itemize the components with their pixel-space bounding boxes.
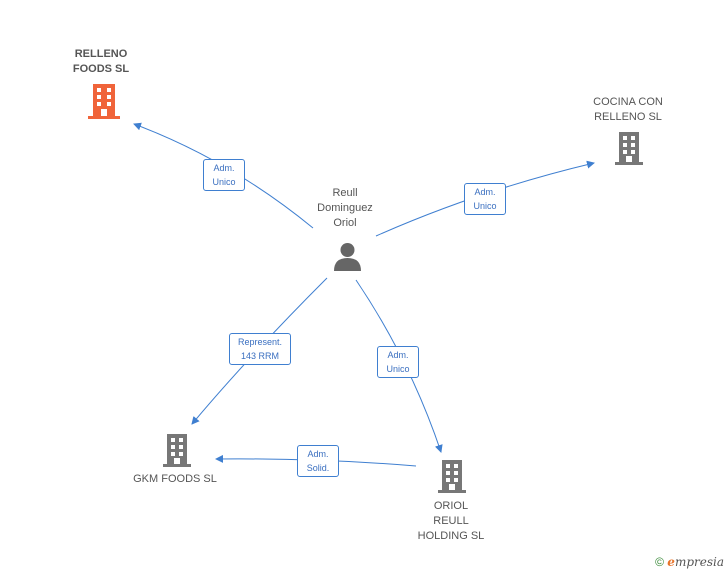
empresia-watermark: © empresia (655, 555, 724, 569)
relleno-foods-label[interactable]: RELLENO FOODS SL (72, 48, 130, 75)
person-name-label[interactable]: Reull Dominguez Oriol (317, 187, 373, 229)
edge-label-cocina: Adm. Unico (464, 183, 506, 215)
empresia-logo: empresia (667, 555, 724, 569)
edge-label-gkm: Represent. 143 RRM (229, 333, 291, 365)
person-icon[interactable] (333, 242, 362, 271)
building-icon[interactable] (163, 434, 191, 467)
oriol-reull-holding-label[interactable]: ORIOL REULL HOLDING SL (417, 500, 485, 542)
cocina-con-relleno-label[interactable]: COCINA CON RELLENO SL (593, 96, 663, 123)
edge-label-relleno: Adm. Unico (203, 159, 245, 191)
gkm-foods-label[interactable]: GKM FOODS SL (133, 473, 217, 485)
edge-label-oriol: Adm. Unico (377, 346, 419, 378)
edge-label-oriol-gkm: Adm. Solid. (297, 445, 339, 477)
building-icon[interactable] (438, 460, 466, 493)
building-icon[interactable] (88, 84, 120, 119)
copyright-symbol: © (655, 555, 664, 569)
building-icon[interactable] (615, 132, 643, 165)
